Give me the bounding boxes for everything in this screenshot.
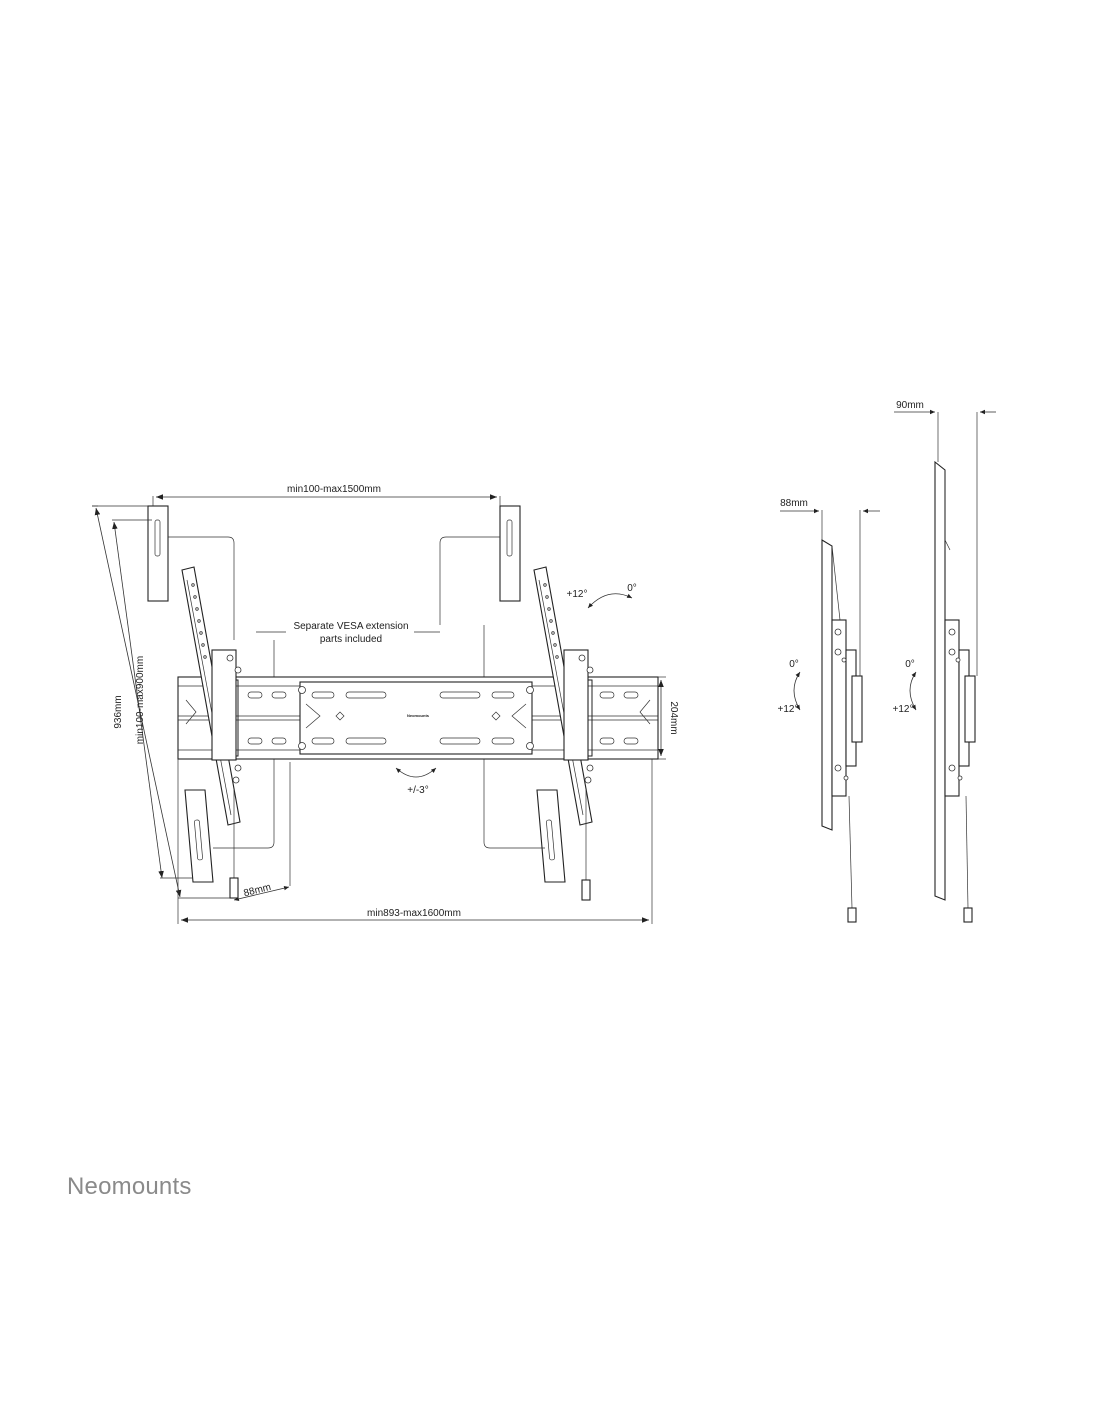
side-view-min: 88mm 0° +12°	[778, 498, 880, 923]
side-arm-min	[821, 539, 863, 923]
side-view-max: 90mm 0° +12°	[893, 400, 996, 923]
tilt-arrow-side-max	[909, 671, 917, 711]
tilt-arrow-front	[587, 593, 633, 609]
extension-leader-tr	[439, 536, 500, 625]
front-view: Neomounts	[92, 484, 679, 924]
left-mounting-arm	[181, 566, 242, 899]
extension-leader-tl	[168, 536, 235, 640]
arm-holes-left	[191, 583, 207, 659]
vesa-extension-bottom-right	[536, 789, 566, 883]
dimension-vesa-width	[152, 494, 501, 506]
right-mounting-arm	[533, 566, 594, 901]
note-extension-line1: Separate VESA extension	[293, 621, 408, 632]
label-vesa-height: min100-max900mm	[135, 656, 146, 744]
dimension-vesa-height	[112, 519, 193, 879]
rotation-arrow	[395, 767, 437, 778]
vesa-extension-bottom-left	[184, 789, 214, 883]
label-tilt-zero-front: 0°	[627, 583, 637, 594]
label-vesa-width: min100-max1500mm	[287, 484, 381, 495]
dimension-mount-width	[177, 759, 653, 924]
label-depth-side-max: 90mm	[896, 400, 924, 411]
dimension-depth-front	[233, 762, 291, 901]
note-extension-line2: parts included	[320, 634, 382, 645]
label-mount-width: min893-max1600mm	[367, 908, 461, 919]
label-tilt-zero-side-min: 0°	[789, 659, 799, 670]
brand-logo: Neomounts	[67, 1173, 192, 1200]
label-rotation: +/-3°	[407, 785, 429, 796]
label-tilt-plus-side-max: +12°	[893, 704, 914, 715]
vesa-extension-top-right	[499, 505, 521, 602]
label-rail-height: 204mm	[668, 701, 679, 734]
label-tilt-plus-front: +12°	[567, 589, 588, 600]
label-depth-side-min: 88mm	[780, 498, 808, 509]
label-tilt-plus-side-min: +12°	[778, 704, 799, 715]
label-total-height: 936mm	[113, 695, 124, 728]
extension-leader-bl	[213, 640, 275, 849]
dimension-depth-side-min	[780, 508, 880, 676]
extension-leader-br	[483, 625, 545, 849]
label-depth-front: 88mm	[243, 882, 273, 899]
dimension-rail-height	[658, 676, 666, 760]
side-arm-max	[934, 460, 976, 923]
arm-holes-right	[543, 583, 559, 659]
label-tilt-zero-side-max: 0°	[905, 659, 915, 670]
rail-logo: Neomounts	[407, 713, 430, 718]
tilt-arrow-side-min	[793, 671, 801, 711]
dimension-depth-side-max	[894, 409, 996, 676]
